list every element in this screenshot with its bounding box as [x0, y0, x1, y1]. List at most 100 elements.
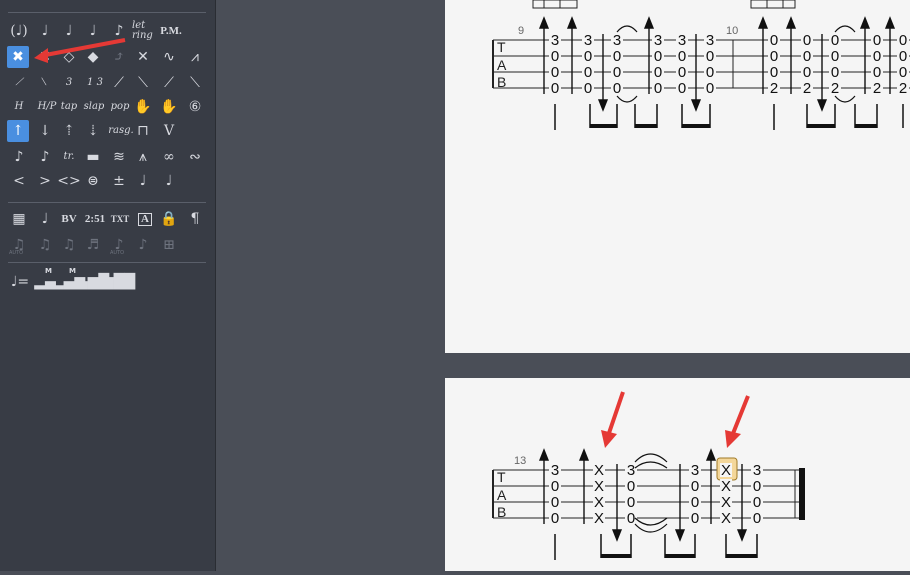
m10-fret[interactable]: 0: [831, 32, 839, 49]
grace-note-after-icon[interactable]: ♪: [40, 149, 50, 165]
dead-note-icon[interactable]: ♪: [114, 23, 124, 39]
m13-fret[interactable]: 0: [753, 510, 761, 527]
text-button[interactable]: TXT: [108, 208, 132, 230]
m10-fret[interactable]: 0: [873, 64, 881, 81]
m9-fret[interactable]: 0: [613, 64, 621, 81]
m9-fret[interactable]: 3: [551, 32, 559, 49]
m13-fret[interactable]: X: [594, 494, 604, 511]
m13-fret[interactable]: X: [594, 478, 604, 495]
volume-f-icon[interactable]: ▄▆█: [76, 274, 110, 290]
pedal-release-icon[interactable]: ♩: [165, 173, 173, 189]
m10-fret[interactable]: 0: [770, 32, 778, 49]
infinity-icon[interactable]: ∞: [163, 149, 175, 165]
volume-mp-icon[interactable]: ▂▄: [34, 274, 56, 290]
m10-fret[interactable]: 0: [803, 64, 811, 81]
hammer-pull-icon[interactable]: H/P: [34, 96, 60, 118]
tremolo-strike-icon[interactable]: ⩚: [139, 149, 147, 165]
m13-fret[interactable]: X: [721, 510, 731, 527]
m13-fret[interactable]: 0: [627, 494, 635, 511]
m9-fret[interactable]: 3: [613, 32, 621, 49]
grace-note-icon[interactable]: ♪: [14, 149, 24, 165]
harmonic-diamond-icon[interactable]: ◇: [63, 49, 75, 65]
m13-fret[interactable]: X: [721, 478, 731, 495]
legato-three-icon[interactable]: 3: [58, 72, 80, 94]
beam-join-icon[interactable]: ♫: [62, 237, 76, 253]
m10-fret[interactable]: 0: [831, 48, 839, 65]
m13-fret[interactable]: 0: [691, 478, 699, 495]
pick-down-icon[interactable]: ⊓: [137, 123, 149, 139]
m9-fret[interactable]: 3: [678, 32, 686, 49]
chord-diagram-icon[interactable]: ▦: [12, 211, 26, 227]
m13-fret[interactable]: 0: [627, 510, 635, 527]
slide-out-icon[interactable]: ⟍: [39, 77, 47, 88]
m13-fret[interactable]: 3: [551, 462, 559, 479]
m13-fret[interactable]: X: [594, 462, 604, 479]
tempo-icon[interactable]: ♩=: [10, 274, 30, 290]
pedal-icon[interactable]: ♩: [139, 173, 147, 189]
m9-fret[interactable]: 0: [706, 48, 714, 65]
m9-fret[interactable]: 0: [706, 64, 714, 81]
brush-up-button[interactable]: ↑: [7, 120, 29, 142]
m13-fret[interactable]: X: [721, 494, 731, 511]
m9-fret[interactable]: 0: [584, 48, 592, 65]
m9-fret[interactable]: 0: [654, 80, 662, 97]
tuplet-button[interactable]: 2:51: [82, 208, 108, 230]
m9-fret[interactable]: 0: [613, 80, 621, 97]
tuplet-13-icon[interactable]: 1 3: [82, 72, 108, 94]
beam-auto-icon[interactable]: ♫: [12, 237, 26, 253]
m9-fret[interactable]: 0: [678, 80, 686, 97]
m10-fret[interactable]: 0: [899, 32, 907, 49]
hammer-on-icon[interactable]: H: [8, 96, 30, 118]
m10-fret[interactable]: 0: [770, 48, 778, 65]
turn-icon[interactable]: ∾: [189, 149, 201, 165]
barre-button[interactable]: BV: [58, 208, 80, 230]
slap-button[interactable]: slap: [82, 96, 106, 118]
stem-flip-icon[interactable]: ♪: [138, 237, 148, 253]
m13-fret[interactable]: 0: [627, 478, 635, 495]
string-six-button[interactable]: ⑥: [184, 96, 206, 118]
m9-fret[interactable]: 0: [654, 64, 662, 81]
trill-button[interactable]: tr.: [58, 146, 80, 168]
m9-fret[interactable]: 0: [551, 48, 559, 65]
m13-fret[interactable]: X: [594, 510, 604, 527]
ghost-note-icon[interactable]: (♩): [10, 23, 28, 39]
m10-fret[interactable]: 0: [831, 64, 839, 81]
staccato-note-icon[interactable]: ♩: [89, 23, 97, 39]
vibrato-icon[interactable]: ∿: [163, 49, 175, 65]
slide-in-icon[interactable]: ⟋: [15, 77, 23, 88]
lock-icon[interactable]: 🔒: [160, 211, 178, 227]
tremolo-bar-icon[interactable]: ▬: [86, 149, 100, 165]
hairpin-icon[interactable]: <>: [57, 173, 81, 189]
m13-fret[interactable]: 0: [691, 494, 699, 511]
whammy-icon[interactable]: ✕: [137, 49, 149, 65]
slide-3b-icon[interactable]: ⟍: [190, 75, 200, 91]
m10-fret[interactable]: 0: [803, 48, 811, 65]
m13-fret[interactable]: 3: [753, 462, 761, 479]
m10-fret[interactable]: 0: [873, 32, 881, 49]
m9-fret[interactable]: 3: [654, 32, 662, 49]
arpeggio-up-icon[interactable]: ⇡: [63, 123, 75, 139]
m13-fret[interactable]: 0: [551, 510, 559, 527]
left-hand-icon[interactable]: ✋: [134, 99, 152, 115]
m13-fret[interactable]: 0: [691, 510, 699, 527]
m13-fret[interactable]: 3: [691, 462, 699, 479]
bend-icon[interactable]: ⤴: [113, 49, 125, 65]
m10-fret[interactable]: 2: [803, 80, 811, 97]
volume-ff-icon[interactable]: ▆██: [102, 274, 136, 290]
crescendo-icon[interactable]: <: [13, 173, 25, 189]
let-ring-button[interactable]: let ring: [132, 20, 158, 42]
pilcrow-icon[interactable]: ¶: [190, 211, 200, 227]
m9-fret[interactable]: 0: [678, 48, 686, 65]
m10-fret[interactable]: 0: [873, 48, 881, 65]
fade-in-icon[interactable]: ⊜: [87, 173, 99, 189]
m13-fret[interactable]: X: [721, 462, 731, 479]
beam-triple-icon[interactable]: ♬: [86, 237, 100, 253]
m13-fret[interactable]: 0: [753, 478, 761, 495]
heavy-accent-note-icon[interactable]: ♩: [65, 23, 73, 39]
m10-fret[interactable]: 0: [770, 64, 778, 81]
wide-vibrato-icon[interactable]: ⩘: [191, 49, 199, 65]
decrescendo-icon[interactable]: >: [39, 173, 51, 189]
beam-break-icon[interactable]: ♫: [38, 237, 52, 253]
m10-fret[interactable]: 2: [873, 80, 881, 97]
m9-fret[interactable]: 3: [706, 32, 714, 49]
